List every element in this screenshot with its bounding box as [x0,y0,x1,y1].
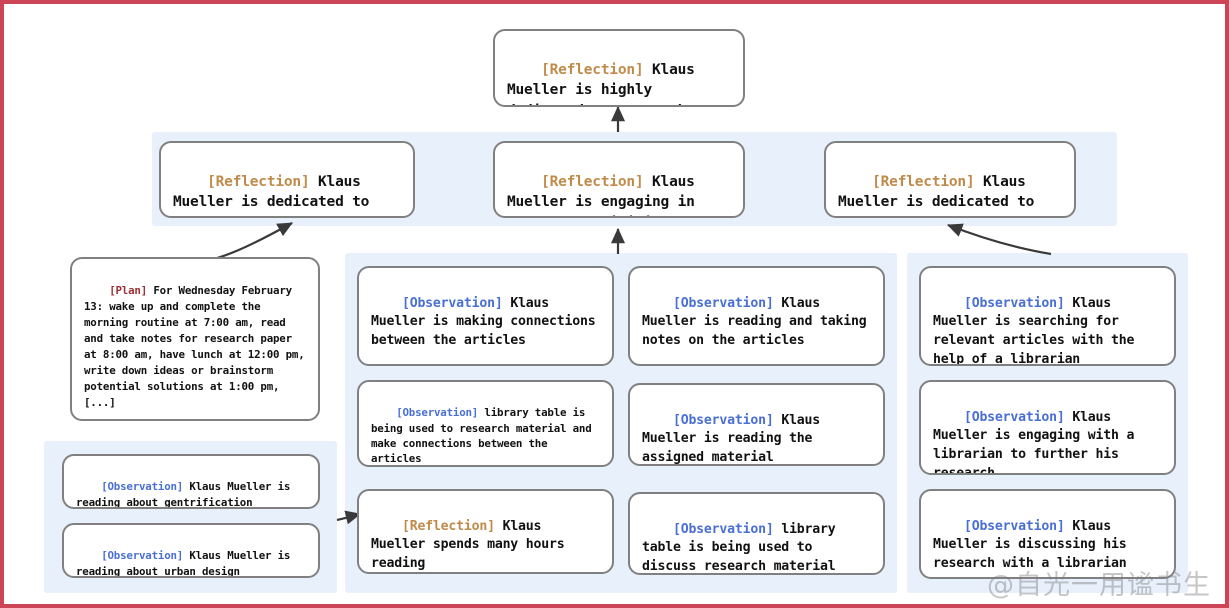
node-tag: [Observation] [963,409,1065,425]
node-tag: [Reflection] [401,518,495,534]
column-three-node-1[interactable]: [Observation] Klaus Mueller is searching… [919,266,1176,366]
column-one-node-2[interactable]: [Observation] library table is being use… [357,380,614,467]
watermark-text: @自光一用谧书生 [987,570,1211,601]
node-tag: [Plan] [109,283,148,297]
node-text: Klaus Mueller is searching for relevant … [933,295,1142,366]
node-tag: [Observation] [672,521,774,537]
node-text: Klaus Mueller is highly dedicated to res… [507,61,695,105]
node-tag: [Observation] [101,549,184,563]
node-text: Klaus Mueller is reading about urban des… [76,549,297,578]
node-tag: [Observation] [672,295,774,311]
node-text: Klaus Mueller is making connections betw… [371,295,604,349]
left-observation-node-1[interactable]: [Observation] Klaus Mueller is reading a… [62,454,320,509]
column-two-node-3[interactable]: [Observation] library table is being use… [628,492,885,575]
column-one-node-3[interactable]: [Reflection] Klaus Mueller spends many h… [357,489,614,574]
plan-node[interactable]: [Plan] For Wednesday February 13: wake u… [70,257,320,421]
node-text: library table is being used to discuss r… [642,521,844,575]
reflection-node-2[interactable]: [Reflection] Klaus Mueller is engaging i… [493,141,745,218]
node-tag: [Observation] [672,412,774,428]
node-text: Klaus Mueller is discussing his research… [933,518,1135,572]
node-text: Klaus Mueller spends many hours reading [371,518,573,572]
column-one-node-1[interactable]: [Observation] Klaus Mueller is making co… [357,266,614,366]
column-three-node-3[interactable]: [Observation] Klaus Mueller is discussin… [919,489,1176,579]
node-text: Klaus Mueller is reading the assigned ma… [642,412,828,466]
node-text: Klaus Mueller is engaging with a librari… [933,409,1142,475]
node-tag: [Observation] [963,295,1065,311]
node-text: Klaus Mueller is dedicated to research [838,173,1035,216]
reflection-node-3[interactable]: [Reflection] Klaus Mueller is dedicated … [824,141,1076,218]
node-tag: [Observation] [401,295,503,311]
node-tag: [Reflection] [541,61,644,78]
node-text: Klaus Mueller is dedicated to research [173,173,370,216]
node-text: Klaus Mueller is reading about gentrific… [76,480,297,509]
node-text: Klaus Mueller is reading and taking note… [642,295,875,349]
node-tag: [Observation] [963,518,1065,534]
root-reflection-node[interactable]: [Reflection] Klaus Mueller is highly ded… [493,29,745,107]
node-text: library table is being used to research … [371,406,598,466]
node-tag: [Observation] [396,406,479,420]
node-text: For Wednesday February 13: wake up and c… [84,283,311,409]
column-two-node-2[interactable]: [Observation] Klaus Mueller is reading t… [628,383,885,466]
arrow-col3-to-reflection3 [946,223,1052,256]
node-tag: [Observation] [101,480,184,494]
node-tag: [Reflection] [872,173,975,190]
column-two-node-1[interactable]: [Observation] Klaus Mueller is reading a… [628,266,885,366]
reflection-node-1[interactable]: [Reflection] Klaus Mueller is dedicated … [159,141,415,218]
node-tag: [Reflection] [207,173,310,190]
node-tag: [Reflection] [541,173,644,190]
left-observation-node-2[interactable]: [Observation] Klaus Mueller is reading a… [62,523,320,578]
node-text: Klaus Mueller is engaging in research ac… [507,173,695,216]
column-three-node-2[interactable]: [Observation] Klaus Mueller is engaging … [919,380,1176,475]
